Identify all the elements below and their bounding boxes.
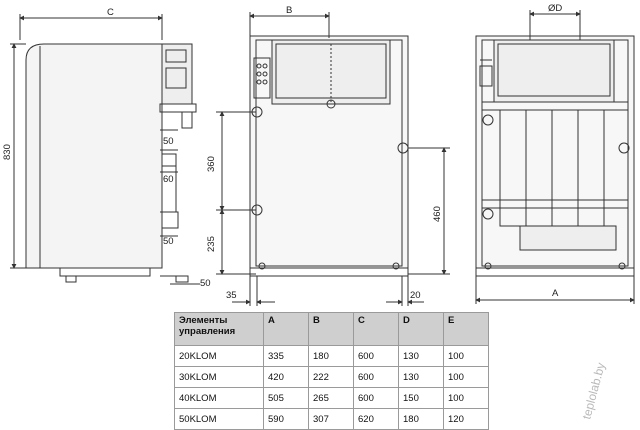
- table-header-row: Элементы управления A B C D E: [174, 312, 489, 346]
- table-cell: 222: [308, 366, 354, 388]
- dim-50-a: 50: [163, 136, 174, 147]
- rear-view: [475, 10, 635, 304]
- table-cell: 590: [263, 408, 309, 430]
- dim-height-label: 830: [2, 144, 13, 160]
- table-cell: 130: [398, 345, 444, 367]
- front-view: [216, 12, 450, 306]
- table-cell: 30KLOM: [174, 366, 264, 388]
- dim-35: 35: [226, 290, 237, 301]
- dim-b-label: B: [286, 5, 292, 16]
- dim-od-label: ØD: [548, 3, 562, 14]
- table-row: 20KLOM 335 180 600 130 100: [174, 345, 489, 367]
- table-cell: 50KLOM: [174, 408, 264, 430]
- table-cell: 100: [443, 366, 489, 388]
- dim-460: 460: [432, 206, 443, 222]
- table-cell: 130: [398, 366, 444, 388]
- header-cell: B: [308, 312, 354, 346]
- header-cell: C: [353, 312, 399, 346]
- side-view: [10, 14, 200, 285]
- table-cell: 180: [398, 408, 444, 430]
- table-cell: 335: [263, 345, 309, 367]
- table-row: 50KLOM 590 307 620 180 120: [174, 408, 489, 430]
- table-cell: 620: [353, 408, 399, 430]
- dim-235: 235: [206, 236, 217, 252]
- table-cell: 120: [443, 408, 489, 430]
- dim-360: 360: [206, 156, 217, 172]
- header-cell: D: [398, 312, 444, 346]
- table-cell: 180: [308, 345, 354, 367]
- dim-20: 20: [410, 290, 421, 301]
- table-cell: 307: [308, 408, 354, 430]
- dim-c-label: C: [107, 7, 114, 18]
- table-cell: 600: [353, 366, 399, 388]
- table-cell: 100: [443, 387, 489, 409]
- dim-60: 60: [163, 174, 174, 185]
- dim-50-c: 50: [200, 278, 211, 289]
- table-cell: 150: [398, 387, 444, 409]
- table-cell: 40KLOM: [174, 387, 264, 409]
- header-cell: A: [263, 312, 309, 346]
- table-row: 40KLOM 505 265 600 150 100: [174, 387, 489, 409]
- table-cell: 600: [353, 387, 399, 409]
- dim-50-b: 50: [163, 236, 174, 247]
- header-cell: Элементы управления: [174, 312, 264, 346]
- table-cell: 265: [308, 387, 354, 409]
- table-cell: 505: [263, 387, 309, 409]
- dim-a-label: A: [552, 288, 559, 299]
- header-cell: E: [443, 312, 489, 346]
- table-row: 30KLOM 420 222 600 130 100: [174, 366, 489, 388]
- watermark-text: teplolab.by: [579, 361, 608, 421]
- table-cell: 20KLOM: [174, 345, 264, 367]
- spec-table: Элементы управления A B C D E 20KLOM 335…: [174, 312, 489, 430]
- table-cell: 420: [263, 366, 309, 388]
- table-cell: 600: [353, 345, 399, 367]
- table-cell: 100: [443, 345, 489, 367]
